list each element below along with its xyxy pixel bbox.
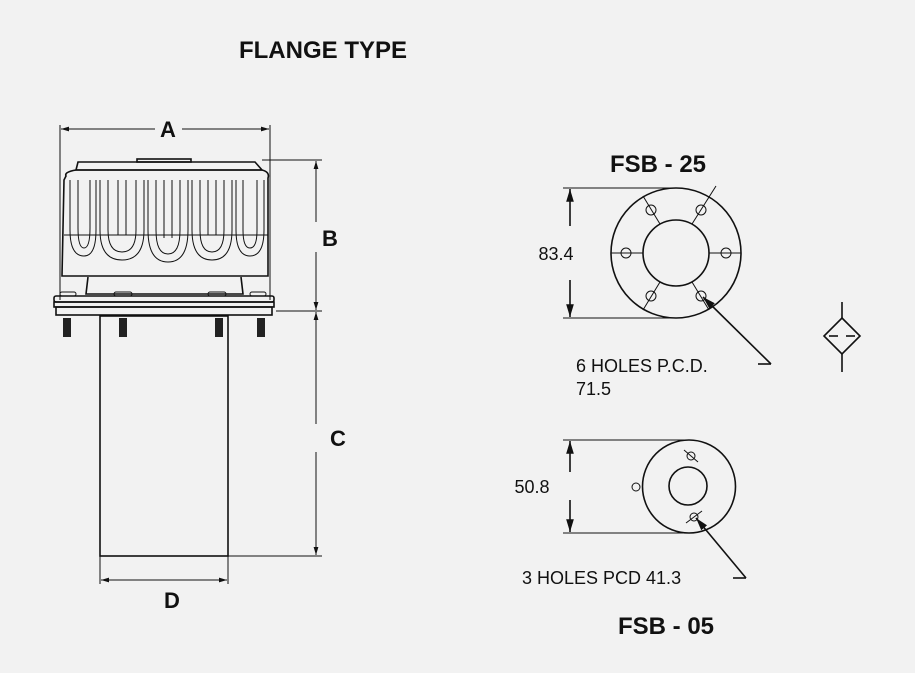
dimension-a-label: A <box>160 117 176 142</box>
fsb25-height: 83.4 <box>538 244 573 264</box>
dimension-b-label: B <box>322 226 338 251</box>
drawing-title: FLANGE TYPE <box>239 37 407 64</box>
fsb05-label: FSB - 05 <box>618 613 714 640</box>
fsb25-holes-line2: 71.5 <box>576 379 611 399</box>
fsb05-height: 50.8 <box>514 477 549 497</box>
dimension-c-label: C <box>330 426 346 451</box>
fsb05-flange-view: 50.8 3 HOLES PCD 41.3 FSB - 05 <box>514 439 747 640</box>
filter-symbol-icon <box>822 302 862 372</box>
fsb25-holes-line1: 6 HOLES P.C.D. <box>576 356 708 376</box>
filter-side-view: A <box>53 117 346 613</box>
fsb25-label: FSB - 25 <box>610 151 706 178</box>
dimension-d-label: D <box>164 588 180 613</box>
fsb05-holes: 3 HOLES PCD 41.3 <box>522 568 681 588</box>
fsb25-flange-view: FSB - 25 83.4 6 HOLES P.C.D. 71.5 <box>538 151 772 399</box>
